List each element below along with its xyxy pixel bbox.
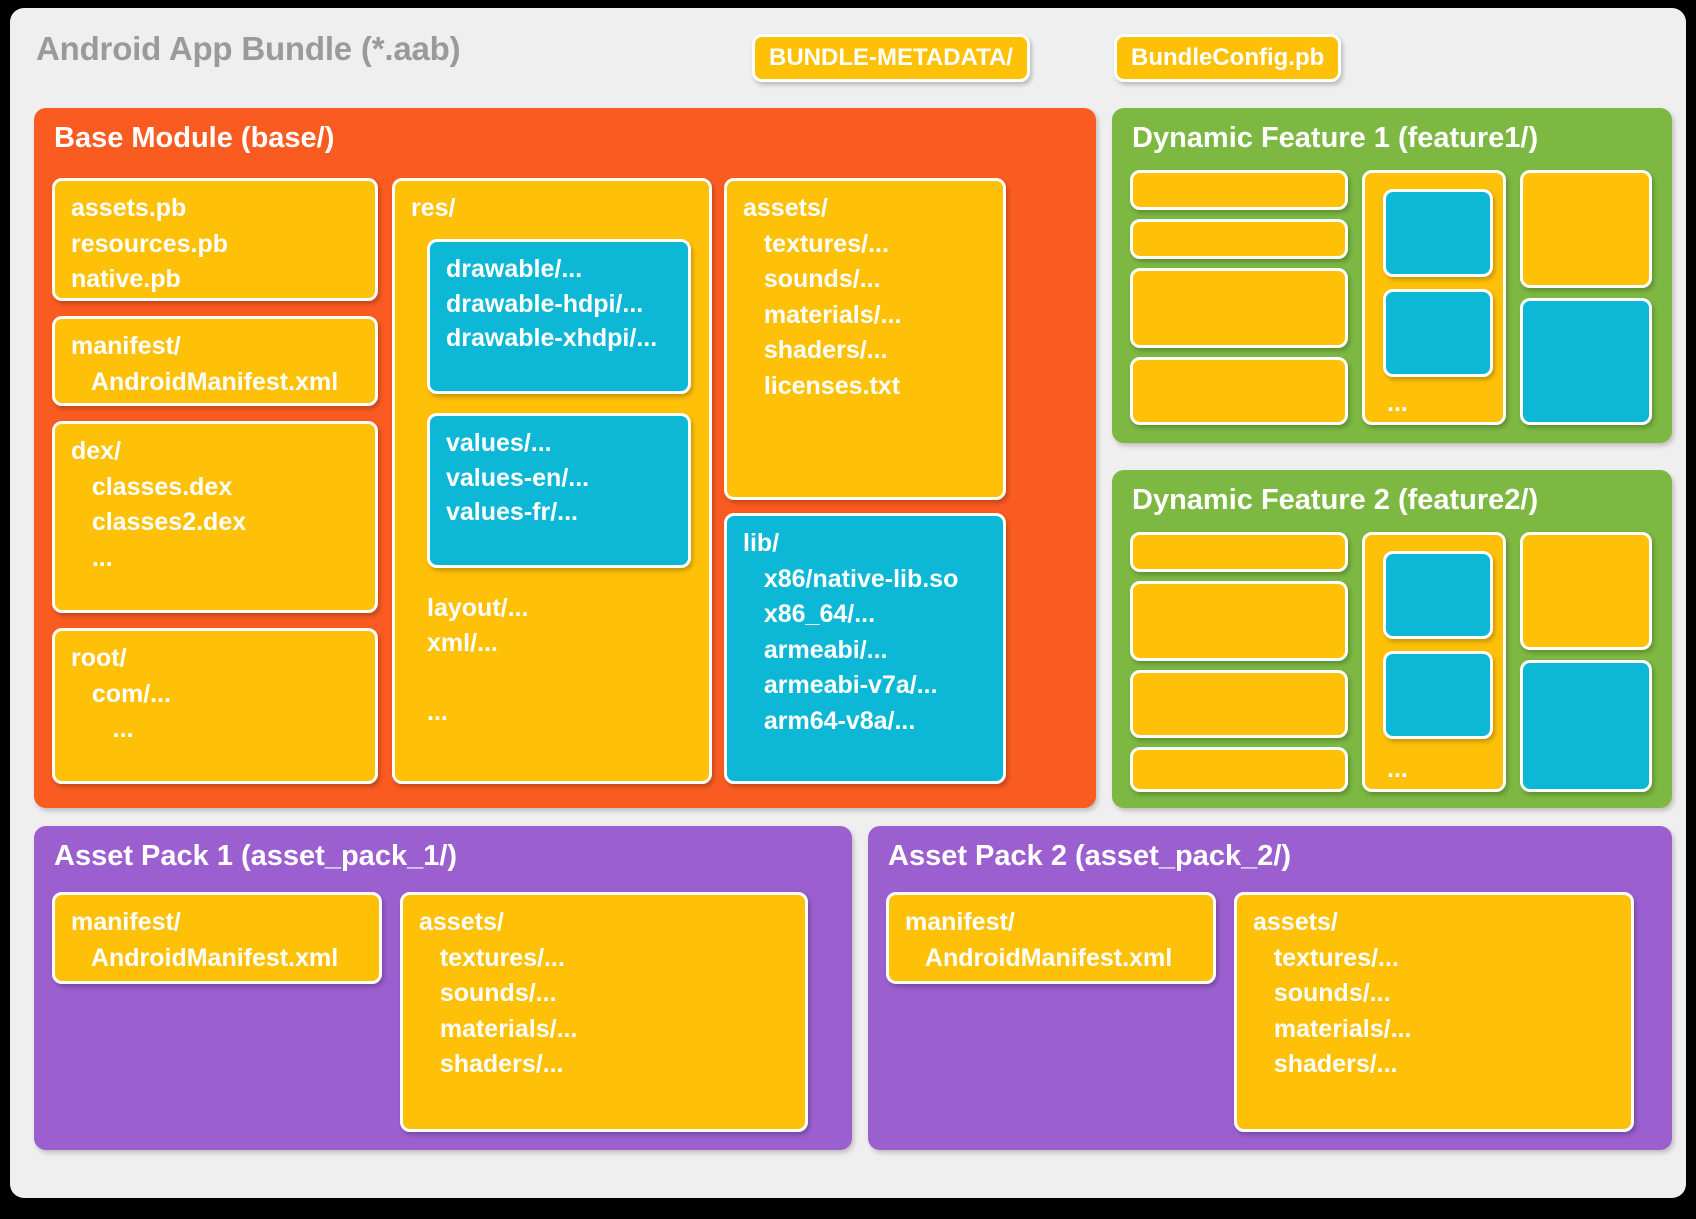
- feature1-right-box-1: [1520, 170, 1652, 288]
- feature2-left-box-2: [1130, 581, 1348, 661]
- feature2-res-cyan-1: [1383, 551, 1493, 639]
- feature2-ellipsis: ...: [1387, 755, 1408, 783]
- base-lib-box: lib/ x86/native-lib.so x86_64/... armeab…: [724, 513, 1006, 784]
- asset-pack-1-assets-text: assets/ textures/... sounds/... material…: [419, 908, 578, 1078]
- bundle-config-chip[interactable]: BundleConfig.pb: [1114, 34, 1342, 82]
- base-res-label: res/: [411, 194, 456, 222]
- base-manifest-text: manifest/ AndroidManifest.xml: [71, 332, 339, 396]
- asset-pack-1-title: Asset Pack 1 (asset_pack_1/): [54, 840, 458, 872]
- feature1-right-box-2: [1520, 298, 1652, 425]
- base-root-text: root/ com/... ...: [71, 644, 172, 743]
- asset-pack-2-assets-text: assets/ textures/... sounds/... material…: [1253, 908, 1412, 1078]
- base-assets-text: assets/ textures/... sounds/... material…: [743, 194, 902, 400]
- asset-pack-2-manifest-text: manifest/ AndroidManifest.xml: [905, 908, 1173, 972]
- feature1-left-box-4: [1130, 357, 1348, 425]
- feature2-left-box-1: [1130, 532, 1348, 572]
- feature1-left-box-2: [1130, 219, 1348, 259]
- feature2-right-box-2: [1520, 660, 1652, 792]
- asset-pack-2-panel: Asset Pack 2 (asset_pack_2/) manifest/ A…: [868, 826, 1672, 1150]
- asset-pack-2-manifest-box: manifest/ AndroidManifest.xml: [886, 892, 1216, 984]
- base-dex-box: dex/ classes.dex classes2.dex ...: [52, 421, 378, 613]
- feature1-res-box: ...: [1362, 170, 1506, 425]
- page-title: Android App Bundle (*.aab): [36, 30, 461, 67]
- feature2-left-box-3: [1130, 670, 1348, 738]
- feature2-right-box-1: [1520, 532, 1652, 650]
- feature2-left-box-4: [1130, 747, 1348, 792]
- asset-pack-1-panel: Asset Pack 1 (asset_pack_1/) manifest/ A…: [34, 826, 852, 1150]
- base-manifest-box: manifest/ AndroidManifest.xml: [52, 316, 378, 406]
- base-res-box: res/ drawable/... drawable-hdpi/... draw…: [392, 178, 712, 784]
- feature1-left-box-3: [1130, 268, 1348, 348]
- base-assets-box: assets/ textures/... sounds/... material…: [724, 178, 1006, 500]
- asset-pack-1-manifest-text: manifest/ AndroidManifest.xml: [71, 908, 339, 972]
- feature1-ellipsis: ...: [1387, 389, 1408, 417]
- base-protos-text: assets.pb resources.pb native.pb: [71, 194, 229, 293]
- base-module-panel: Base Module (base/) assets.pb resources.…: [34, 108, 1096, 808]
- feature1-res-cyan-2: [1383, 289, 1493, 377]
- dynamic-feature-1-title: Dynamic Feature 1 (feature1/): [1132, 122, 1539, 154]
- base-root-box: root/ com/... ...: [52, 628, 378, 784]
- base-res-drawables-text: drawable/... drawable-hdpi/... drawable-…: [446, 255, 658, 352]
- dynamic-feature-1-panel: Dynamic Feature 1 (feature1/) ...: [1112, 108, 1672, 443]
- android-app-bundle-card: Android App Bundle (*.aab) BUNDLE-METADA…: [10, 8, 1686, 1198]
- base-protos-box: assets.pb resources.pb native.pb: [52, 178, 378, 301]
- base-res-values-text: values/... values-en/... values-fr/... .…: [446, 429, 590, 526]
- feature2-res-box: ...: [1362, 532, 1506, 792]
- base-module-title: Base Module (base/): [54, 122, 335, 154]
- asset-pack-2-title: Asset Pack 2 (asset_pack_2/): [888, 840, 1292, 872]
- feature1-res-cyan-1: [1383, 189, 1493, 277]
- bundle-metadata-chip[interactable]: BUNDLE-METADATA/: [752, 34, 1030, 82]
- base-res-others-text: layout/... xml/... ...: [427, 594, 529, 726]
- feature1-left-box-1: [1130, 170, 1348, 210]
- feature2-res-cyan-2: [1383, 651, 1493, 739]
- base-res-drawables-box: drawable/... drawable-hdpi/... drawable-…: [427, 239, 691, 394]
- dynamic-feature-2-panel: Dynamic Feature 2 (feature2/) ...: [1112, 470, 1672, 808]
- asset-pack-1-assets-box: assets/ textures/... sounds/... material…: [400, 892, 808, 1132]
- bundle-header: Android App Bundle (*.aab) BUNDLE-METADA…: [10, 8, 1686, 96]
- asset-pack-1-manifest-box: manifest/ AndroidManifest.xml: [52, 892, 382, 984]
- base-lib-text: lib/ x86/native-lib.so x86_64/... armeab…: [743, 529, 959, 735]
- base-dex-text: dex/ classes.dex classes2.dex ...: [71, 437, 247, 572]
- dynamic-feature-2-title: Dynamic Feature 2 (feature2/): [1132, 484, 1539, 516]
- base-res-values-box: values/... values-en/... values-fr/... .…: [427, 413, 691, 568]
- asset-pack-2-assets-box: assets/ textures/... sounds/... material…: [1234, 892, 1634, 1132]
